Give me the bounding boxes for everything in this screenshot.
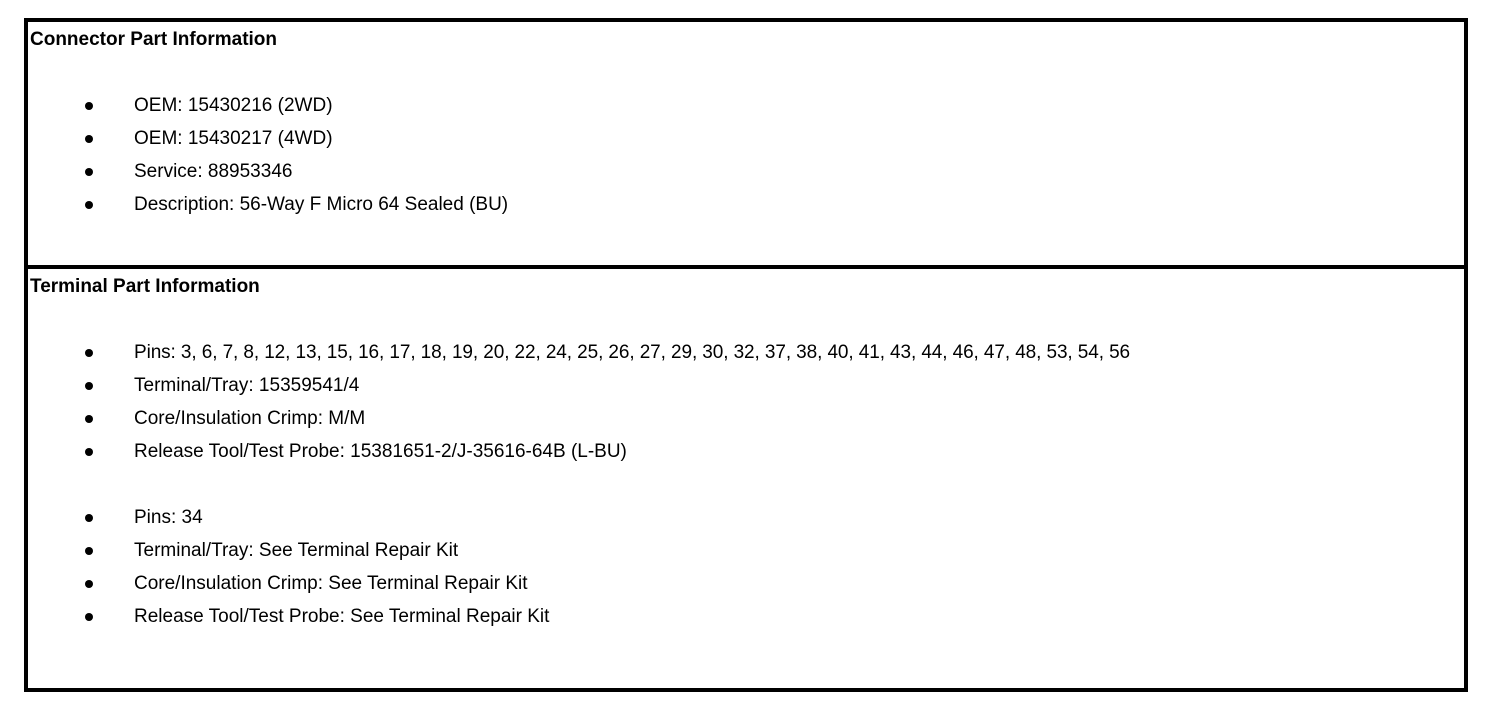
- list-item-label: Release Tool/Test Probe: See Terminal Re…: [134, 606, 550, 627]
- connector-bullet-list: OEM: 15430216 (2WD) OEM: 15430217 (4WD) …: [28, 89, 1464, 221]
- list-item: Terminal/Tray: See Terminal Repair Kit: [28, 534, 1464, 567]
- bullet-icon: [85, 514, 93, 522]
- list-item-label: Description: 56-Way F Micro 64 Sealed (B…: [134, 194, 509, 215]
- list-item-label: OEM: 15430217 (4WD): [134, 128, 333, 149]
- list-item: Terminal/Tray: 15359541/4: [28, 369, 1464, 402]
- bullet-icon: [85, 613, 93, 621]
- list-item: Description: 56-Way F Micro 64 Sealed (B…: [28, 188, 1464, 221]
- bullet-icon: [85, 349, 93, 357]
- list-item-label: Release Tool/Test Probe: 15381651-2/J-35…: [134, 441, 627, 462]
- list-item: Service: 88953346: [28, 155, 1464, 188]
- bullet-icon: [85, 580, 93, 588]
- list-item-label: OEM: 15430216 (2WD): [134, 95, 333, 116]
- list-item: Release Tool/Test Probe: See Terminal Re…: [28, 600, 1464, 633]
- bullet-icon: [85, 201, 93, 209]
- terminal-part-information-section: Terminal Part Information Pins: 3, 6, 7,…: [28, 269, 1464, 688]
- list-item: Core/Insulation Crimp: See Terminal Repa…: [28, 567, 1464, 600]
- list-item-label: Core/Insulation Crimp: See Terminal Repa…: [134, 573, 528, 594]
- bullet-icon: [85, 382, 93, 390]
- connector-section-title: Connector Part Information: [30, 29, 278, 50]
- list-item-label: Pins: 3, 6, 7, 8, 12, 13, 15, 16, 17, 18…: [134, 342, 1131, 363]
- list-item: Pins: 3, 6, 7, 8, 12, 13, 15, 16, 17, 18…: [28, 336, 1464, 369]
- list-item-label: Service: 88953346: [134, 161, 293, 182]
- list-item: Core/Insulation Crimp: M/M: [28, 402, 1464, 435]
- bullet-icon: [85, 415, 93, 423]
- list-item-label: Pins: 34: [134, 507, 203, 528]
- bullet-icon: [85, 448, 93, 456]
- bullet-icon: [85, 168, 93, 176]
- terminal-section-title: Terminal Part Information: [30, 276, 260, 297]
- terminal-bullet-list-secondary: Pins: 34 Terminal/Tray: See Terminal Rep…: [28, 501, 1464, 633]
- list-item-label: Terminal/Tray: See Terminal Repair Kit: [134, 540, 459, 561]
- list-item-label: Core/Insulation Crimp: M/M: [134, 408, 366, 429]
- list-item: Release Tool/Test Probe: 15381651-2/J-35…: [28, 435, 1464, 468]
- list-item: OEM: 15430217 (4WD): [28, 122, 1464, 155]
- bullet-icon: [85, 547, 93, 555]
- list-item: Pins: 34: [28, 501, 1464, 534]
- bullet-icon: [85, 135, 93, 143]
- connector-part-information-section: Connector Part Information OEM: 15430216…: [28, 22, 1464, 269]
- terminal-bullet-list-primary: Pins: 3, 6, 7, 8, 12, 13, 15, 16, 17, 18…: [28, 336, 1464, 468]
- part-information-table: Connector Part Information OEM: 15430216…: [24, 18, 1468, 692]
- list-item: OEM: 15430216 (2WD): [28, 89, 1464, 122]
- bullet-icon: [85, 102, 93, 110]
- list-item-label: Terminal/Tray: 15359541/4: [134, 375, 360, 396]
